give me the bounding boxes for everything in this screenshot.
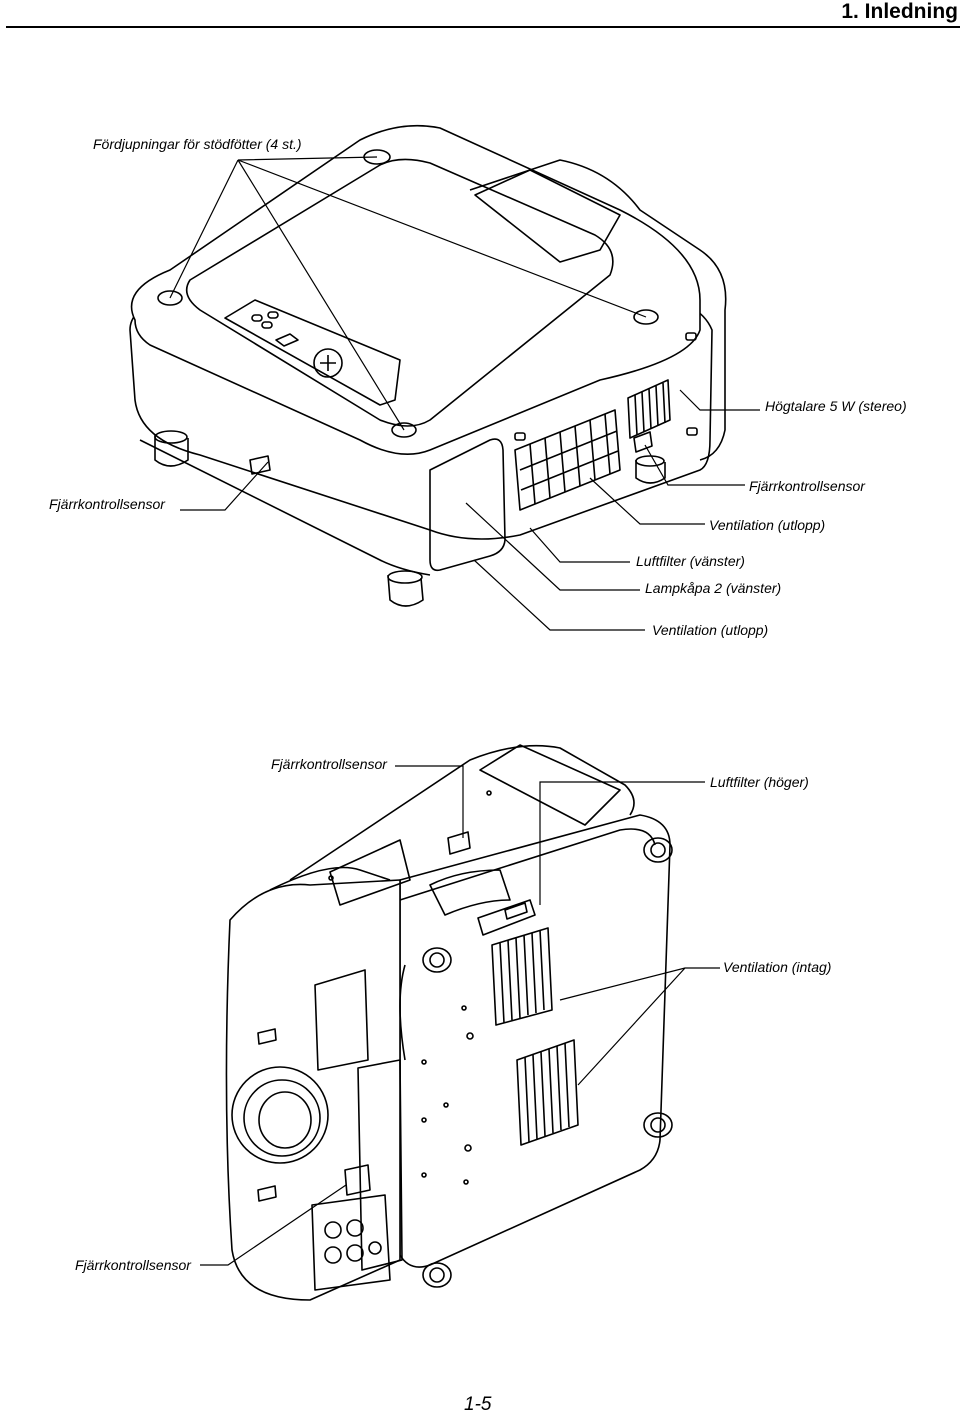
label-remote-sensor-right: Fjärrkontrollsensor bbox=[749, 478, 865, 494]
label-air-filter-right: Luftfilter (höger) bbox=[710, 774, 809, 790]
label-feet-recesses: Fördjupningar för stödfötter (4 st.) bbox=[93, 136, 302, 152]
page-number: 1-5 bbox=[464, 1394, 492, 1415]
label-vent-intake: Ventilation (intag) bbox=[723, 959, 832, 975]
label-air-filter-left: Luftfilter (vänster) bbox=[636, 553, 745, 569]
header-rule bbox=[6, 26, 960, 28]
label-remote-sensor-left: Fjärrkontrollsensor bbox=[49, 496, 165, 512]
label-vent-outlet-1: Ventilation (utlopp) bbox=[709, 517, 826, 533]
label-vent-outlet-2: Ventilation (utlopp) bbox=[652, 622, 769, 638]
label-remote-sensor-bottom: Fjärrkontrollsensor bbox=[75, 1257, 191, 1273]
label-remote-sensor-top: Fjärrkontrollsensor bbox=[271, 756, 387, 772]
label-lamp-cover-2: Lampkåpa 2 (vänster) bbox=[645, 580, 782, 596]
chapter-title: 1. Inledning bbox=[841, 0, 958, 23]
projector-top-illustration bbox=[129, 124, 760, 631]
label-speaker: Högtalare 5 W (stereo) bbox=[765, 398, 907, 414]
